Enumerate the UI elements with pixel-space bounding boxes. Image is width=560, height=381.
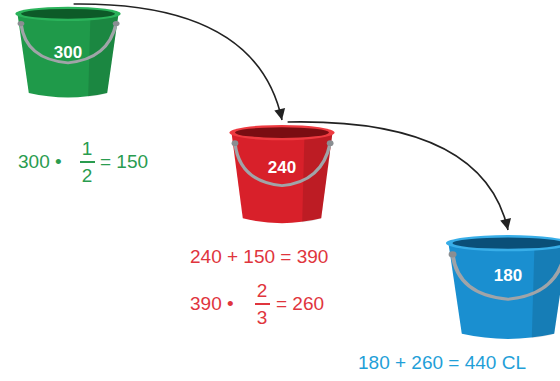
formula-text: = 260	[276, 293, 324, 315]
bucket-inside	[21, 9, 115, 19]
handle-pin	[449, 251, 457, 257]
handle-pin	[113, 21, 120, 26]
arrow-line	[74, 4, 282, 120]
curved-arrow	[74, 4, 286, 120]
bucket-number: 240	[226, 158, 338, 178]
handle-pin	[18, 21, 25, 26]
formula-text: 180 + 260 = 440 CL	[358, 352, 526, 374]
bucket-node: 240	[226, 122, 338, 228]
fraction-digit: 2	[77, 165, 97, 187]
bucket-node: 300	[12, 4, 124, 102]
bucket-rim	[15, 7, 120, 21]
handle-pin	[327, 140, 334, 146]
fraction-bar	[255, 303, 270, 305]
arrow-head	[274, 108, 285, 120]
bucket-node: 180	[442, 232, 560, 344]
bucket-rim	[229, 125, 334, 140]
bucket-body	[449, 244, 560, 339]
bucket-body	[232, 134, 333, 224]
formula-text: 300 •	[18, 151, 62, 173]
bucket-inside	[453, 238, 560, 249]
fraction-digit: 3	[252, 307, 272, 329]
arrow-line	[288, 122, 508, 230]
handle-pin	[232, 140, 239, 146]
bucket-rim	[446, 235, 560, 251]
arrow-head	[500, 218, 511, 230]
curved-arrow	[288, 122, 511, 230]
formula-text: = 150	[100, 151, 148, 173]
bucket-inside	[235, 127, 329, 138]
bucket-shape	[442, 232, 560, 344]
formula-text: 240 + 150 = 390	[190, 246, 328, 268]
fraction-digit: 2	[252, 280, 272, 302]
bucket-number: 300	[12, 43, 124, 63]
bucket-number: 180	[442, 266, 560, 286]
formula-text: 390 •	[190, 293, 234, 315]
fraction-bar	[80, 161, 95, 163]
fraction-digit: 1	[77, 138, 97, 160]
